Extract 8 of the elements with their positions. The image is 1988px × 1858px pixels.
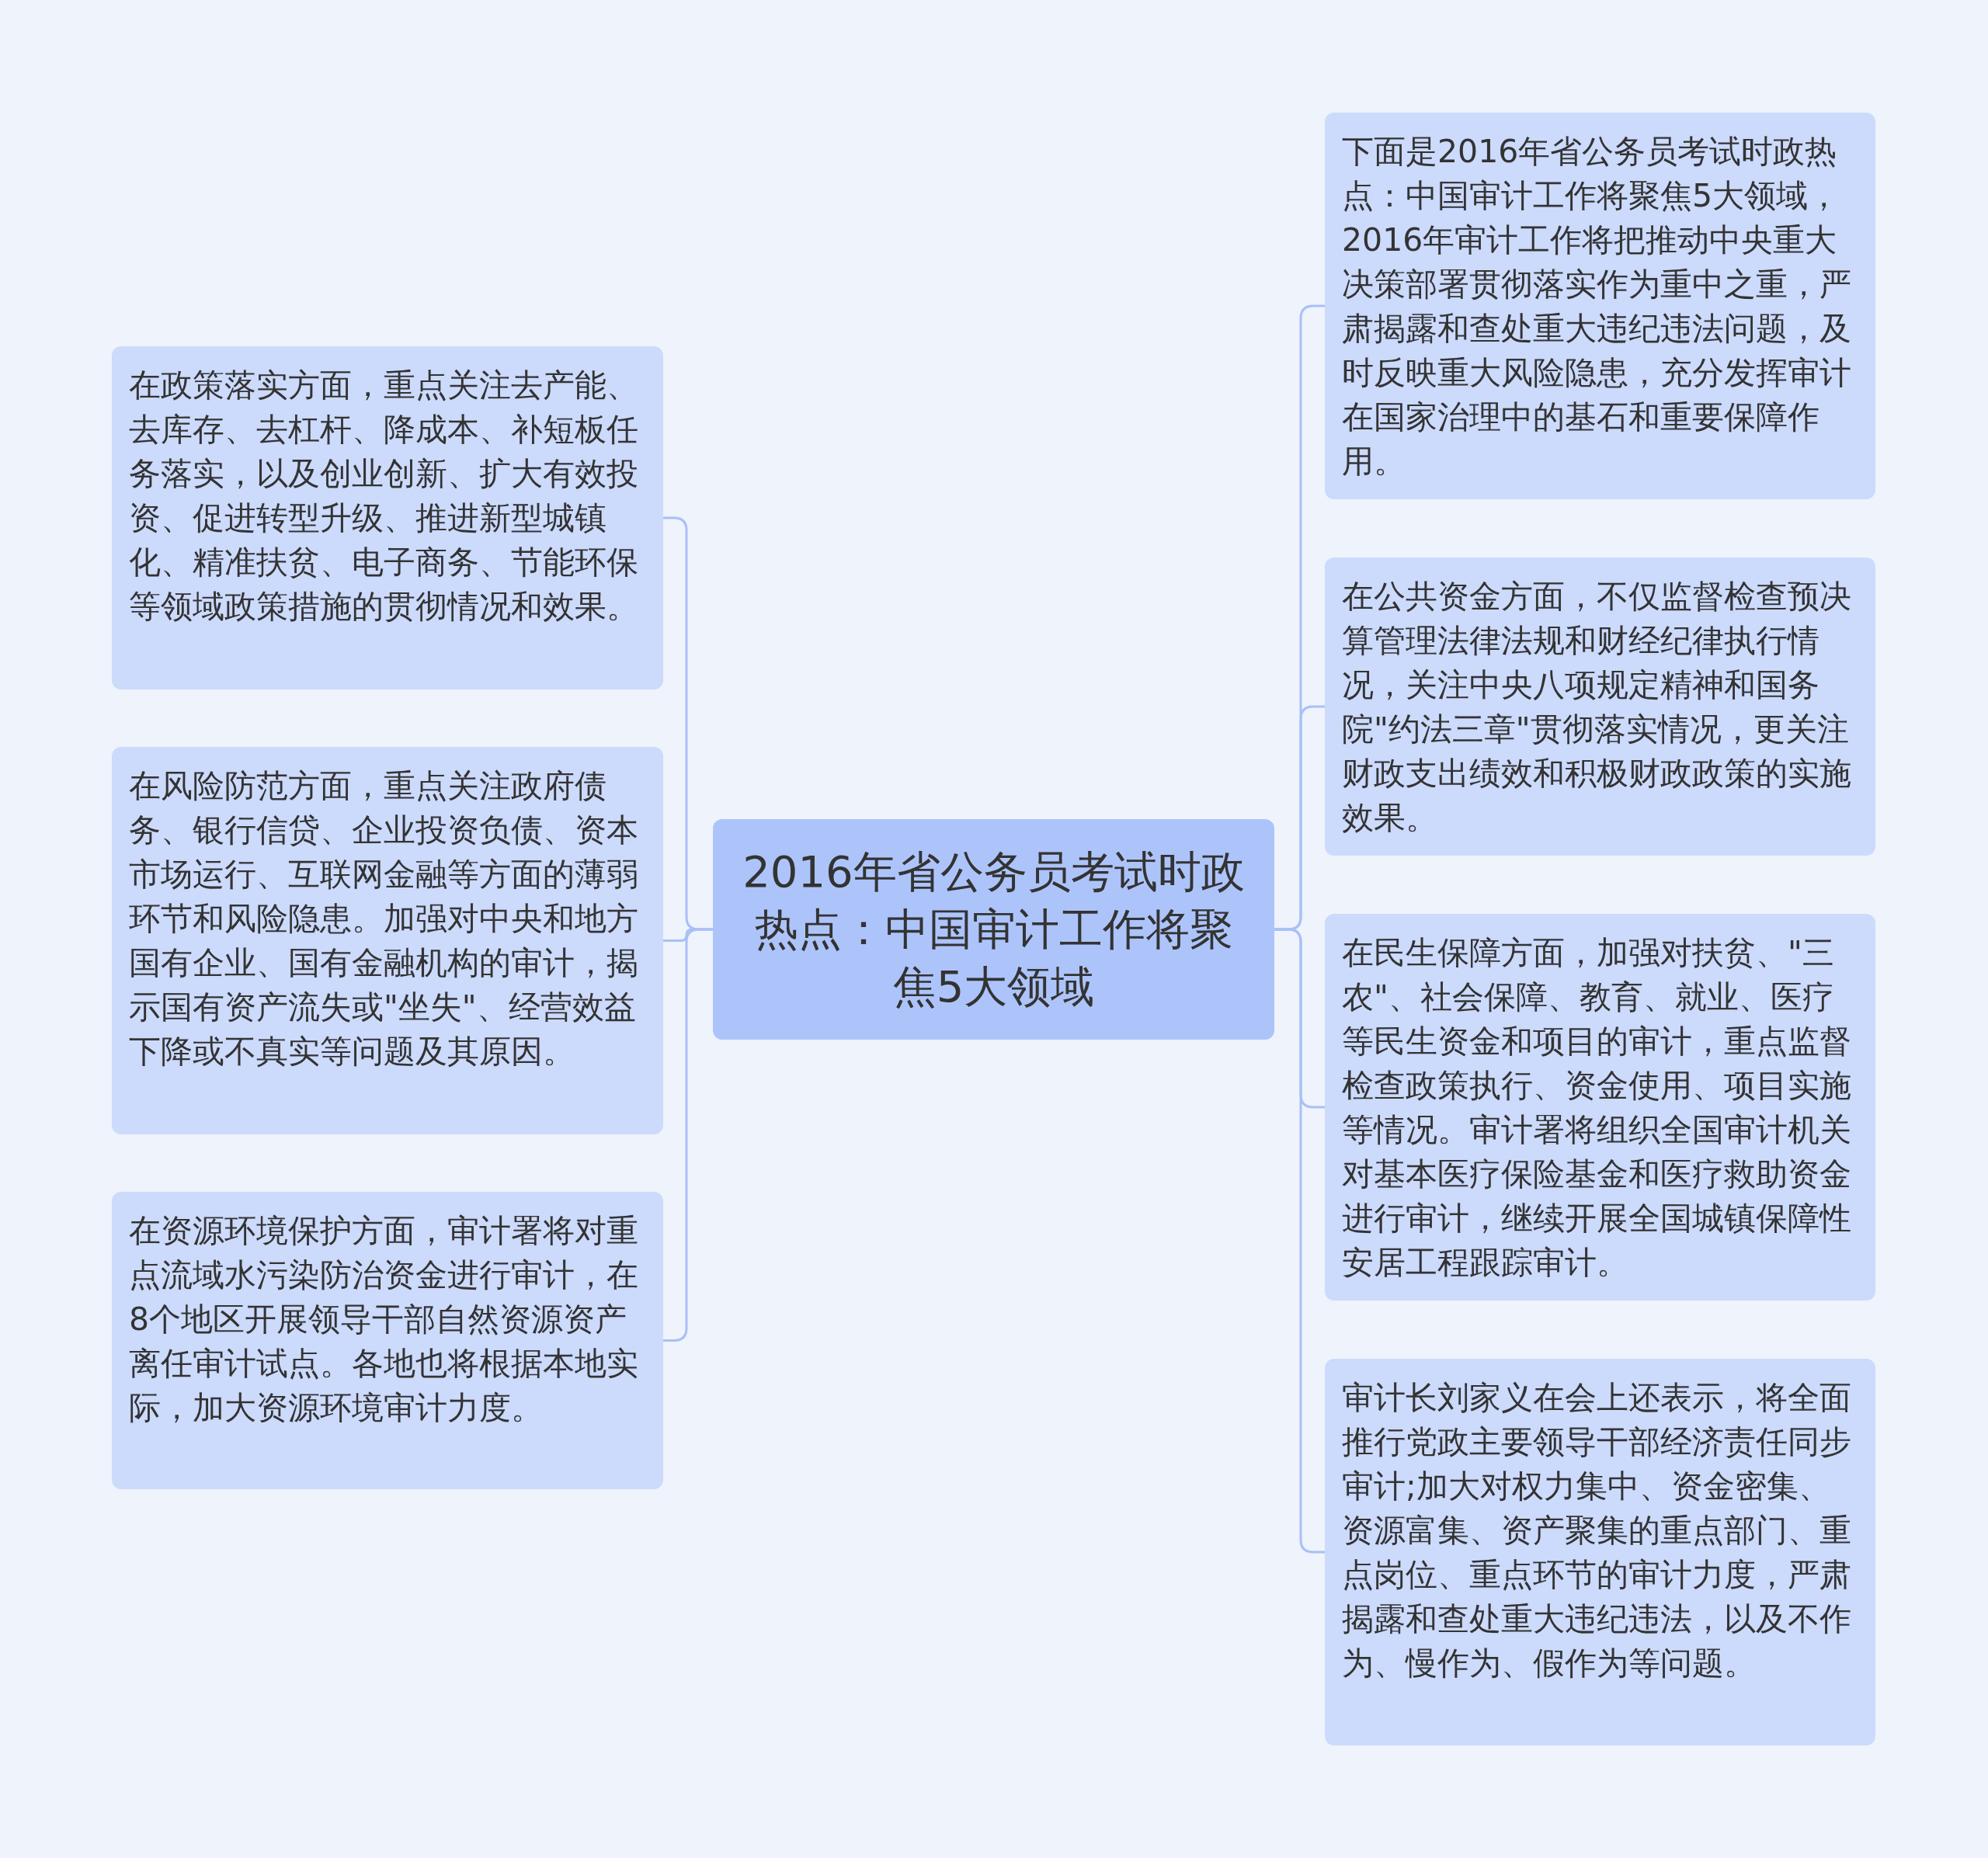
text-box: 在风险防范方面，重点关注政府债务、银行信贷、企业投资负债、资本市场运行、互联网金融等方面的薄弱环节和风险隐患。加强对中央和地方国有企业、国有金融机构的审计，揭示国有资产流失或"坐失"、经营效益下降或不真实等问题及其原因。 bbox=[112, 747, 663, 1134]
text-box: 在资源环境保护方面，审计署将对重点流域水污染防治资金进行审计，在8个地区开展领导干部自然资源资产离任审计试点。各地也将根据本地实际，加大资源环境审计力度。 bbox=[112, 1192, 663, 1489]
text-box: 下面是2016年省公务员考试时政热点：中国审计工作将聚焦5大领域，2016年审计工作将把推动中央重大决策部署贯彻落实作为重中之重，严肃揭露和查处重大违纪违法问题，及时反映重大风险隐患，充分发挥审计在国家治理中的基石和重要保障作用。 bbox=[1325, 113, 1875, 499]
text-box: 在公共资金方面，不仅监督检查预决算管理法律法规和财经纪律执行情况，关注中央八项规定精神和国务院"约法三章"贯彻落实情况，更关注财政支出绩效和积极财政政策的实施效果。 bbox=[1325, 557, 1875, 856]
text-box: 审计长刘家义在会上还表示，将全面推行党政主要领导干部经济责任同步审计;加大对权力集中、资金密集、资源富集、资产聚集的重点部门、重点岗位、重点环节的审计力度，严肃揭露和查处重大违纪违法，以及不作为、慢作为、假作为等问题。 bbox=[1325, 1359, 1875, 1745]
topic-box: 2016年省公务员考试时政热点：中国审计工作将聚焦5大领域 bbox=[713, 819, 1274, 1040]
text-box: 在民生保障方面，加强对扶贫、"三农"、社会保障、教育、就业、医疗等民生资金和项目的审计，重点监督检查政策执行、资金使用、项目实施等情况。审计署将组织全国审计机关对基本医疗保险基金和医疗救助资金进行审计，继续开展全国城镇保障性安居工程跟踪审计。 bbox=[1325, 914, 1875, 1301]
text-box: 在政策落实方面，重点关注去产能、去库存、去杠杆、降成本、补短板任务落实，以及创业创新、扩大有效投资、促进转型升级、推进新型城镇化、精准扶贫、电子商务、节能环保等领域政策措施的贯彻情况和效果。 bbox=[112, 346, 663, 689]
